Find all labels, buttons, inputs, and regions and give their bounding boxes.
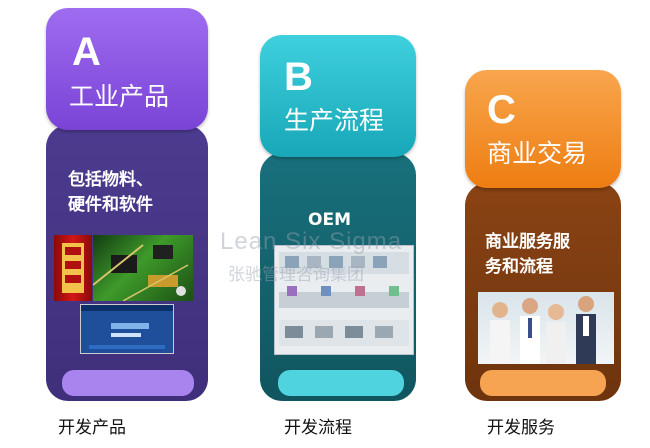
column-c-title: 商业交易: [487, 139, 588, 168]
column-c-letter: C: [487, 88, 516, 132]
column-a-caption: 开发产品: [58, 418, 126, 438]
software-window-icon: [81, 305, 173, 349]
column-a-header: A 工业产品: [46, 8, 208, 130]
column-b-header: B 生产流程: [260, 35, 416, 157]
column-a-letter: A: [72, 30, 101, 74]
software-screenshot-image: [80, 304, 174, 354]
column-a-footer-bar: [62, 370, 194, 396]
business-team-photo: [478, 292, 614, 364]
production-line-icon: [279, 252, 409, 346]
column-b-letter: B: [284, 55, 313, 99]
column-b-footer-bar: [278, 370, 404, 396]
people-icon: [490, 296, 596, 364]
column-b-title: 生产流程: [284, 106, 385, 135]
column-b-caption: 开发流程: [284, 418, 352, 438]
circuit-board-image: [93, 235, 193, 301]
column-a-description: 包括物料、 硬件和软件: [68, 170, 153, 215]
production-line-image: [274, 245, 414, 355]
column-c-header: C 商业交易: [465, 70, 621, 188]
column-c-description: 商业服务服 务和流程: [485, 232, 570, 277]
column-b-description: OEM: [308, 210, 351, 230]
column-c-footer-bar: [480, 370, 606, 396]
column-c-caption: 开发服务: [487, 418, 555, 438]
watermark-company-text: 张驰管理咨询集团: [228, 265, 364, 285]
column-a-title: 工业产品: [69, 82, 170, 111]
beverage-label-icon: [62, 243, 84, 293]
beverage-can-image: [54, 235, 92, 301]
circuit-board-icon: [93, 244, 189, 301]
watermark-logo-text: Lean Six Sigma: [220, 228, 403, 255]
